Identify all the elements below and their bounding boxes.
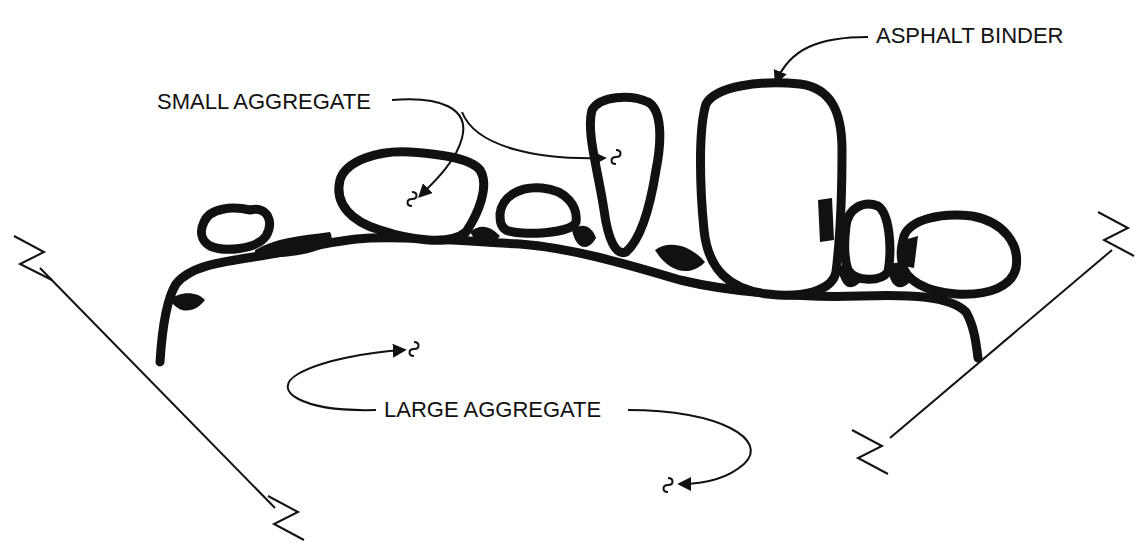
part-label: LARGE AGGREGATE <box>382 398 603 422</box>
part-label: SMALL AGGREGATE <box>155 90 373 114</box>
squiggle-mark <box>408 150 673 492</box>
aggregate-notch <box>818 198 918 268</box>
leader-arrow <box>288 37 868 484</box>
break-line <box>14 212 1134 540</box>
part-label: ASPHALT BINDER <box>874 24 1065 48</box>
aggregate-stone <box>202 83 1017 295</box>
